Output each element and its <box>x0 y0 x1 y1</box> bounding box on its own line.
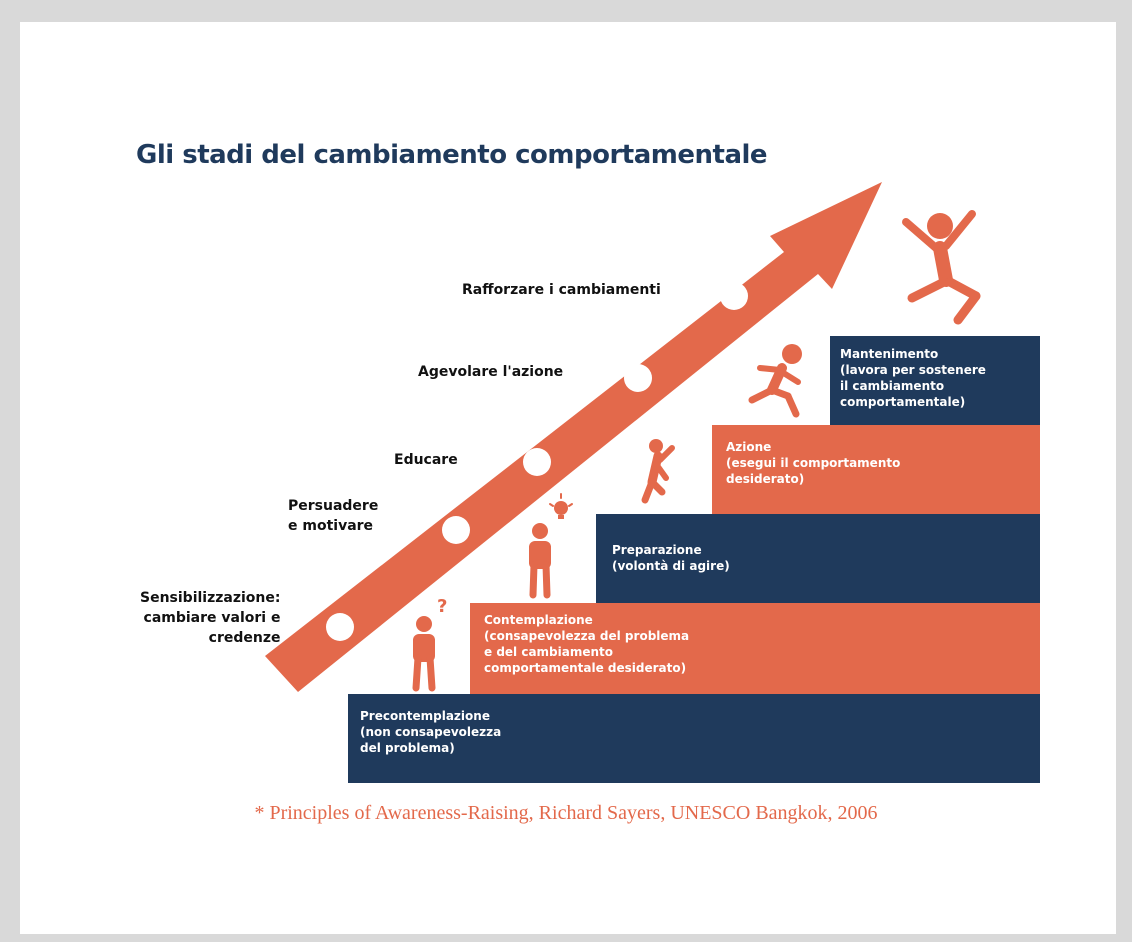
label-rafforzare-line-1: Rafforzare i cambiamenti <box>462 282 661 298</box>
step-preparazione-line-2: (volontà di agire) <box>612 559 730 573</box>
label-agevolare: Agevolare l'azione <box>418 362 563 382</box>
arrow-dot-1 <box>326 613 354 641</box>
label-sensibilizzazione: Sensibilizzazione: cambiare valori e cre… <box>140 588 280 648</box>
step-contemplazione-line-1: Contemplazione <box>484 613 593 627</box>
step-preparazione: Preparazione (volontà di agire) <box>596 514 1040 603</box>
step-azione: Azione (esegui il comportamento desidera… <box>712 425 1040 514</box>
step-azione-line-3: desiderato) <box>726 472 805 486</box>
diagram-title: Gli stadi del cambiamento comportamental… <box>136 140 768 170</box>
source-caption: * Principles of Awareness-Raising, Richa… <box>254 802 878 824</box>
jumping-person-icon <box>902 210 981 325</box>
question-person-icon: ? <box>412 596 447 692</box>
arrow-dot-5 <box>720 282 748 310</box>
step-mantenimento-line-4: comportamentale) <box>840 395 966 409</box>
svg-text:?: ? <box>437 596 447 617</box>
step-contemplazione-line-4: comportamentale desiderato) <box>484 661 687 675</box>
label-sensibilizzazione-line-1: Sensibilizzazione: <box>140 590 281 606</box>
label-persuadere: Persuadere e motivare <box>288 496 378 536</box>
running-person-icon <box>748 344 802 418</box>
arrow-dots <box>326 282 748 641</box>
step-preparazione-line-1: Preparazione <box>612 543 702 557</box>
label-educare-line-1: Educare <box>394 452 458 468</box>
step-mantenimento-line-2: (lavora per sostenere <box>840 363 986 377</box>
step-azione-line-2: (esegui il comportamento <box>726 456 901 470</box>
arrow-dot-3 <box>523 448 551 476</box>
label-persuadere-line-1: Persuadere <box>288 498 379 514</box>
progress-arrow <box>265 182 882 692</box>
label-sensibilizzazione-line-3: credenze <box>208 630 281 646</box>
step-precontemplazione-line-2: (non consapevolezza <box>360 725 502 739</box>
arrow-dot-2 <box>442 516 470 544</box>
step-contemplazione-line-2: (consapevolezza del problema <box>484 629 690 643</box>
label-educare: Educare <box>394 450 458 470</box>
step-azione-line-1: Azione <box>726 440 772 454</box>
label-persuadere-line-2: e motivare <box>288 518 374 534</box>
step-contemplazione-line-3: e del cambiamento <box>484 645 614 659</box>
label-sensibilizzazione-line-2: cambiare valori e <box>143 610 281 626</box>
step-precontemplazione-line-3: del problema) <box>360 741 455 755</box>
step-mantenimento-line-1: Mantenimento <box>840 347 939 361</box>
step-mantenimento-line-3: il cambiamento <box>840 379 945 393</box>
step-mantenimento: Mantenimento (lavora per sostenere il ca… <box>830 336 1040 425</box>
climbing-person-icon <box>641 439 675 504</box>
step-precontemplazione-line-1: Precontemplazione <box>360 709 490 723</box>
arrow-dot-4 <box>624 364 652 392</box>
idea-person-icon <box>529 493 573 599</box>
step-contemplazione: Contemplazione (consapevolezza del probl… <box>470 603 1040 694</box>
label-rafforzare: Rafforzare i cambiamenti <box>462 280 661 300</box>
label-agevolare-line-1: Agevolare l'azione <box>418 364 564 380</box>
step-precontemplazione: Precontemplazione (non consapevolezza de… <box>348 694 1040 783</box>
